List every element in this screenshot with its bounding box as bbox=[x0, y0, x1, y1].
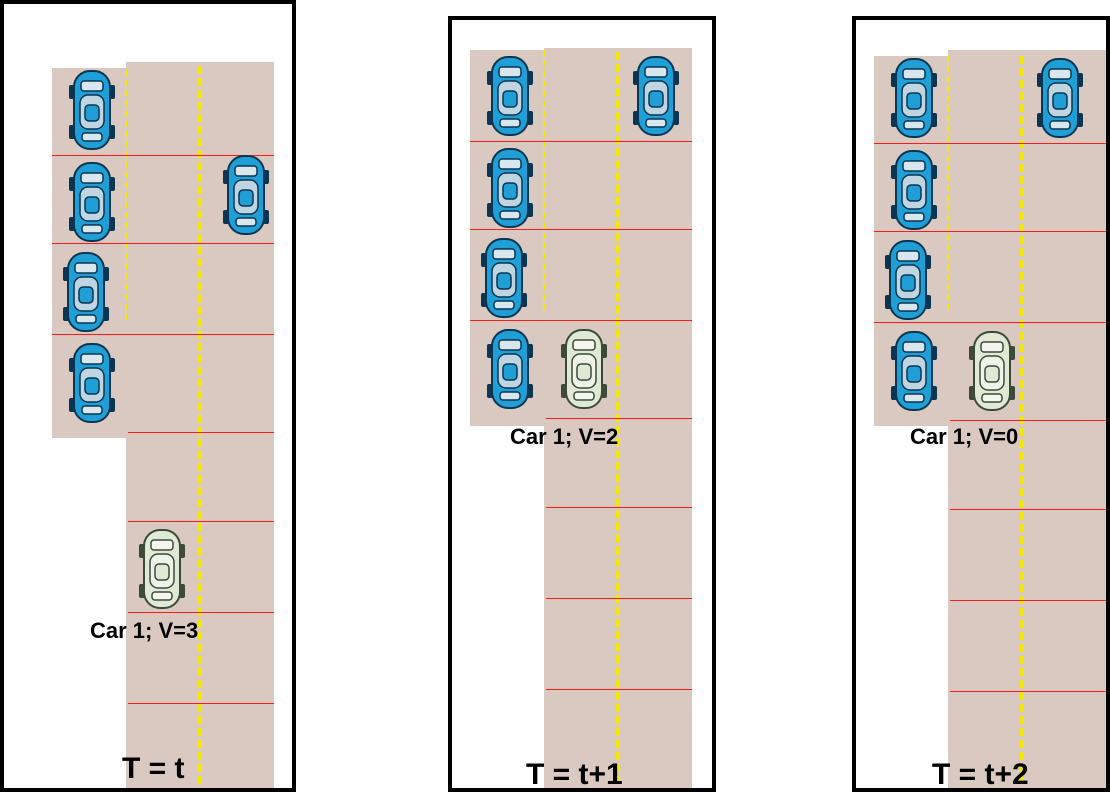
cell-line bbox=[128, 703, 274, 704]
car-1-icon bbox=[138, 529, 186, 609]
cell-line bbox=[546, 689, 692, 690]
lane-divider-left bbox=[125, 70, 127, 320]
time-label: T = t+2 bbox=[932, 758, 1029, 791]
car-1-label: Car 1; V=3 bbox=[90, 618, 199, 643]
cell-line bbox=[546, 598, 692, 599]
cell-line bbox=[52, 334, 274, 335]
cell-line bbox=[128, 432, 274, 433]
cell-line bbox=[470, 229, 692, 230]
car-icon bbox=[884, 240, 932, 320]
panel-time-t-plus-1: Car 1; V=2 T = t+1 bbox=[448, 16, 716, 792]
time-label: T = t bbox=[122, 752, 185, 785]
car-icon bbox=[1036, 58, 1084, 138]
cell-line bbox=[874, 143, 1106, 144]
panel-time-t: Car 1; V=3 T = t bbox=[0, 0, 296, 792]
lane-divider-left bbox=[543, 50, 545, 310]
cell-line bbox=[128, 612, 274, 613]
cell-line bbox=[546, 418, 692, 419]
car-icon bbox=[68, 343, 116, 423]
cell-line bbox=[52, 243, 274, 244]
car-icon bbox=[68, 70, 116, 150]
center-lane-marker bbox=[1020, 56, 1024, 788]
road bbox=[948, 50, 1106, 788]
cell-line bbox=[950, 420, 1106, 421]
cell-line bbox=[950, 600, 1106, 601]
cell-line bbox=[874, 231, 1106, 232]
car-icon bbox=[486, 148, 534, 228]
lane-divider-left bbox=[947, 56, 949, 310]
car-icon bbox=[68, 162, 116, 242]
cell-line bbox=[470, 320, 692, 321]
center-lane-marker bbox=[616, 52, 620, 788]
cell-line bbox=[52, 155, 274, 156]
car-icon bbox=[890, 58, 938, 138]
cell-line bbox=[950, 509, 1106, 510]
car-icon bbox=[62, 252, 110, 332]
car-1-label: Car 1; V=2 bbox=[510, 424, 619, 449]
cell-line bbox=[470, 141, 692, 142]
cell-line bbox=[546, 507, 692, 508]
car-1-icon bbox=[968, 331, 1016, 411]
car-icon bbox=[890, 150, 938, 230]
cell-line bbox=[950, 691, 1106, 692]
center-lane-marker bbox=[198, 66, 202, 788]
cell-line bbox=[874, 322, 1106, 323]
car-icon bbox=[222, 155, 270, 235]
car-icon bbox=[890, 331, 938, 411]
car-icon bbox=[486, 56, 534, 136]
cell-line bbox=[128, 521, 274, 522]
time-label: T = t+1 bbox=[526, 758, 623, 791]
car-icon bbox=[632, 56, 680, 136]
panel-time-t-plus-2: Car 1; V=0 T = t+2 bbox=[852, 16, 1110, 792]
car-icon bbox=[480, 238, 528, 318]
car-1-label: Car 1; V=0 bbox=[910, 424, 1019, 449]
car-icon bbox=[486, 329, 534, 409]
car-1-icon bbox=[560, 329, 608, 409]
